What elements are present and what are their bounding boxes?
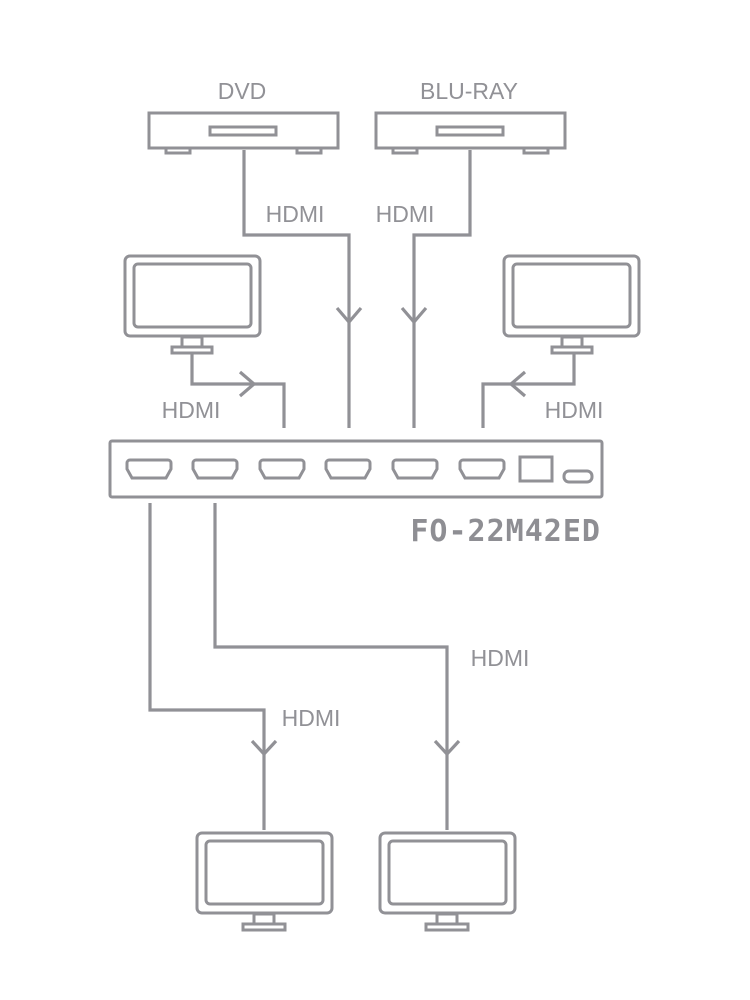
output-cable-1 xyxy=(148,503,278,830)
bluray-label: BLU-RAY xyxy=(420,78,518,104)
left-monitor-cable xyxy=(190,354,286,428)
monitor-icon-bottom-left xyxy=(195,831,334,932)
monitor-icon-top-right xyxy=(502,254,641,355)
dvd-cable-label: HDMI xyxy=(266,201,325,227)
hdmi-port-3 xyxy=(258,458,306,480)
hdmi-port-5 xyxy=(391,458,439,480)
hdmi-port-2 xyxy=(191,458,239,480)
monitor-icon-bottom-right xyxy=(378,831,517,932)
dvd-label: DVD xyxy=(218,78,267,104)
usb-port-icon xyxy=(562,469,594,484)
hdmi-port-4 xyxy=(324,458,372,480)
switch-device xyxy=(108,439,604,499)
hdmi-port-1 xyxy=(125,458,173,480)
output-cable-2 xyxy=(213,503,461,830)
model-number: FO-22M42ED xyxy=(410,514,601,549)
right-monitor-cable-label: HDMI xyxy=(545,397,604,423)
output-cable-1-label: HDMI xyxy=(282,705,341,731)
bluray-cable-label: HDMI xyxy=(376,201,435,227)
bluray-player-icon xyxy=(374,111,567,155)
right-monitor-cable xyxy=(481,354,576,428)
left-monitor-cable-label: HDMI xyxy=(162,397,221,423)
dvd-player-icon xyxy=(147,111,340,155)
output-cable-2-label: HDMI xyxy=(471,645,530,671)
bluray-cable xyxy=(400,150,472,428)
dvd-cable xyxy=(242,150,363,428)
hdmi-port-6 xyxy=(458,458,506,480)
rj45-port-icon xyxy=(518,455,554,483)
monitor-icon-top-left xyxy=(123,254,262,355)
